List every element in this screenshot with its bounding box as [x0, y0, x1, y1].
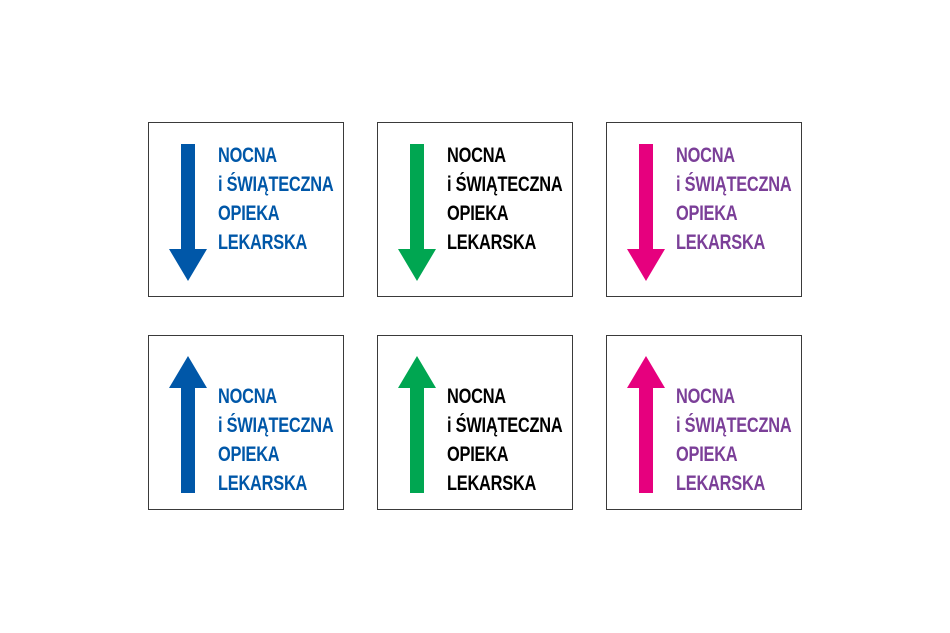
sign-line-1: NOCNA	[447, 385, 506, 408]
sign-line-4: LEKARSKA	[218, 231, 308, 254]
sign-line-1: NOCNA	[676, 144, 735, 167]
sign-line-3: OPIEKA	[218, 202, 280, 225]
sign-line-4: LEKARSKA	[218, 472, 308, 495]
sign-up-magenta: NOCNA i ŚWIĄTECZNA OPIEKA LEKARSKA	[606, 335, 802, 510]
arrow-up-icon	[398, 356, 436, 493]
sign-line-1: NOCNA	[218, 385, 277, 408]
sign-line-2: i ŚWIĄTECZNA	[676, 173, 792, 196]
sign-text: NOCNA i ŚWIĄTECZNA OPIEKA LEKARSKA	[676, 382, 801, 498]
sign-text: NOCNA i ŚWIĄTECZNA OPIEKA LEKARSKA	[447, 141, 572, 257]
arrow-down-icon	[169, 144, 207, 281]
sign-down-magenta: NOCNA i ŚWIĄTECZNA OPIEKA LEKARSKA	[606, 122, 802, 297]
sign-line-2: i ŚWIĄTECZNA	[218, 414, 334, 437]
arrow-down-icon	[627, 144, 665, 281]
sign-line-4: LEKARSKA	[447, 231, 537, 254]
sign-line-4: LEKARSKA	[447, 472, 537, 495]
sign-line-3: OPIEKA	[676, 202, 738, 225]
sign-up-blue: NOCNA i ŚWIĄTECZNA OPIEKA LEKARSKA	[148, 335, 344, 510]
sign-up-green: NOCNA i ŚWIĄTECZNA OPIEKA LEKARSKA	[377, 335, 573, 510]
sign-text: NOCNA i ŚWIĄTECZNA OPIEKA LEKARSKA	[218, 141, 343, 257]
arrow-up-icon	[627, 356, 665, 493]
sign-line-2: i ŚWIĄTECZNA	[447, 173, 563, 196]
sign-line-2: i ŚWIĄTECZNA	[447, 414, 563, 437]
sign-text: NOCNA i ŚWIĄTECZNA OPIEKA LEKARSKA	[447, 382, 572, 498]
sign-line-2: i ŚWIĄTECZNA	[676, 414, 792, 437]
sign-down-green: NOCNA i ŚWIĄTECZNA OPIEKA LEKARSKA	[377, 122, 573, 297]
sign-line-1: NOCNA	[447, 144, 506, 167]
sign-line-3: OPIEKA	[676, 443, 738, 466]
sign-line-3: OPIEKA	[447, 202, 509, 225]
sign-line-4: LEKARSKA	[676, 472, 766, 495]
sign-line-1: NOCNA	[676, 385, 735, 408]
sign-text: NOCNA i ŚWIĄTECZNA OPIEKA LEKARSKA	[676, 141, 801, 257]
sign-down-blue: NOCNA i ŚWIĄTECZNA OPIEKA LEKARSKA	[148, 122, 344, 297]
sign-line-1: NOCNA	[218, 144, 277, 167]
arrow-up-icon	[169, 356, 207, 493]
sign-line-2: i ŚWIĄTECZNA	[218, 173, 334, 196]
sign-line-3: OPIEKA	[218, 443, 280, 466]
arrow-down-icon	[398, 144, 436, 281]
sign-line-4: LEKARSKA	[676, 231, 766, 254]
sign-text: NOCNA i ŚWIĄTECZNA OPIEKA LEKARSKA	[218, 382, 343, 498]
sign-line-3: OPIEKA	[447, 443, 509, 466]
